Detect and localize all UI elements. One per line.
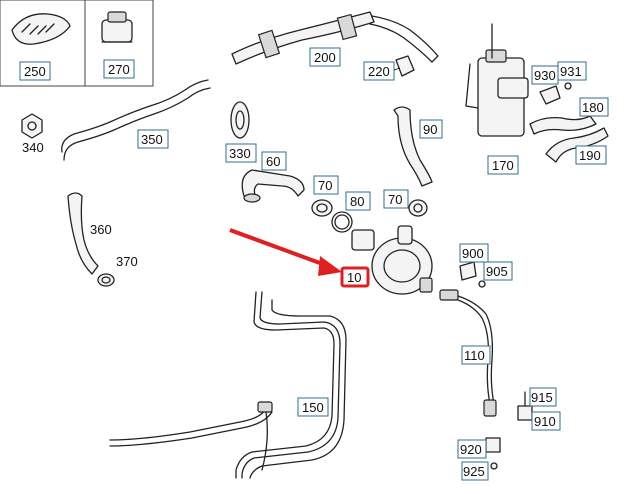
part-340-nut <box>21 113 43 139</box>
svg-text:190: 190 <box>579 148 601 163</box>
svg-text:900: 900 <box>462 246 484 261</box>
svg-text:925: 925 <box>463 464 485 479</box>
part-900-905 <box>459 261 486 288</box>
part-330-seal <box>230 101 250 139</box>
svg-text:920: 920 <box>460 442 482 457</box>
label-340: 340 <box>22 140 44 155</box>
svg-text:70: 70 <box>318 178 332 193</box>
svg-text:90: 90 <box>423 122 437 137</box>
label-270[interactable]: 270 <box>103 59 135 79</box>
part-220-clip <box>395 55 415 77</box>
svg-text:180: 180 <box>582 100 604 115</box>
part-250-grommet <box>11 13 71 45</box>
part-80-oring <box>331 211 353 233</box>
svg-text:905: 905 <box>486 264 508 279</box>
part-930-931 <box>539 82 572 105</box>
label-150[interactable]: 150 <box>297 397 329 417</box>
label-70-right[interactable]: 70 <box>383 189 409 209</box>
svg-text:80: 80 <box>350 194 364 209</box>
label-930[interactable]: 930 <box>531 65 559 85</box>
label-200[interactable]: 200 <box>309 47 341 67</box>
part-10-pump <box>351 225 433 295</box>
inset-frame-250-270 <box>0 0 154 87</box>
label-350[interactable]: 350 <box>137 129 169 149</box>
label-925[interactable]: 925 <box>461 461 489 481</box>
label-90[interactable]: 90 <box>419 119 443 139</box>
label-905[interactable]: 905 <box>483 261 513 281</box>
label-80[interactable]: 80 <box>345 191 371 211</box>
highlight-arrow <box>229 228 342 276</box>
label-170[interactable]: 170 <box>487 155 519 175</box>
part-110-cable <box>439 289 497 417</box>
part-360-hose <box>67 192 99 275</box>
svg-text:170: 170 <box>492 158 514 173</box>
part-70-clamp-left <box>311 199 333 217</box>
part-270-clamp <box>101 11 133 43</box>
svg-text:330: 330 <box>229 146 251 161</box>
svg-text:250: 250 <box>24 64 46 79</box>
svg-text:350: 350 <box>141 132 163 147</box>
svg-text:930: 930 <box>534 68 556 83</box>
part-170-valve <box>465 23 529 137</box>
svg-text:150: 150 <box>302 400 324 415</box>
part-90-hose <box>393 106 433 187</box>
svg-text:220: 220 <box>368 64 390 79</box>
part-180-hose <box>529 115 597 135</box>
label-360: 360 <box>90 222 112 237</box>
part-150-pipes <box>109 291 347 479</box>
label-10-highlighted[interactable]: 10 <box>340 266 370 288</box>
part-350-hose <box>61 79 211 161</box>
label-915[interactable]: 915 <box>529 387 557 407</box>
svg-text:110: 110 <box>464 348 485 363</box>
label-370: 370 <box>116 254 138 269</box>
part-70-clamp-right <box>408 199 428 217</box>
label-250[interactable]: 250 <box>19 61 51 81</box>
part-200-hose <box>231 11 439 65</box>
svg-text:915: 915 <box>531 390 553 405</box>
svg-text:10: 10 <box>347 270 361 285</box>
label-180[interactable]: 180 <box>579 97 609 117</box>
svg-text:931: 931 <box>560 64 582 79</box>
svg-text:360: 360 <box>90 222 112 237</box>
label-330[interactable]: 330 <box>225 143 257 163</box>
label-110[interactable]: 110 <box>461 345 491 365</box>
label-70-left[interactable]: 70 <box>313 175 339 195</box>
svg-text:370: 370 <box>116 254 138 269</box>
svg-text:910: 910 <box>534 414 556 429</box>
label-60[interactable]: 60 <box>261 151 287 171</box>
part-370-clamp <box>97 273 115 287</box>
label-920[interactable]: 920 <box>457 439 487 459</box>
svg-text:200: 200 <box>314 50 336 65</box>
part-60-hose <box>241 169 305 203</box>
svg-text:340: 340 <box>22 140 44 155</box>
part-190-hose <box>545 127 609 163</box>
label-931[interactable]: 931 <box>557 61 587 81</box>
label-900[interactable]: 900 <box>459 243 489 263</box>
svg-text:270: 270 <box>108 62 130 77</box>
svg-text:60: 60 <box>266 154 280 169</box>
label-910[interactable]: 910 <box>531 411 561 431</box>
svg-text:70: 70 <box>388 192 402 207</box>
label-190[interactable]: 190 <box>575 145 607 165</box>
label-220[interactable]: 220 <box>363 61 401 81</box>
